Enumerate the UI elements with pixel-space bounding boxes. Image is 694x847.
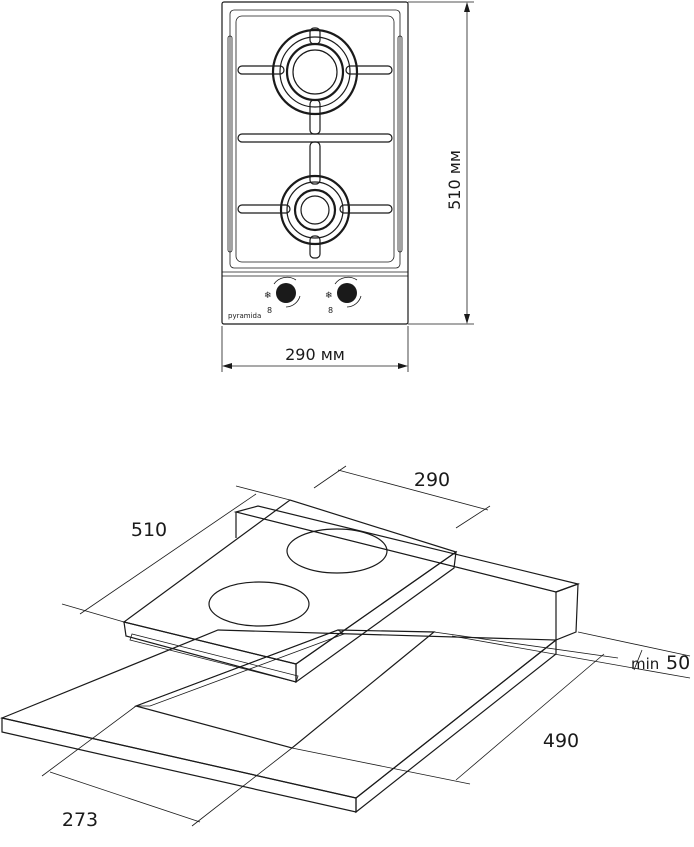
- hob-glass-top: [229, 9, 401, 269]
- dimension-height: 510 мм: [408, 1, 474, 325]
- dimension-cutout-depth: 490: [291, 631, 619, 785]
- burner-large: [237, 27, 393, 135]
- installation-view: 290 510 min 50 490 273: [0, 465, 690, 831]
- hotplate-rear: [286, 528, 388, 574]
- dimension-min-gap: min 50: [451, 631, 690, 679]
- height-label: 510 мм: [445, 150, 464, 210]
- control-knob-left[interactable]: ❄ 8: [264, 276, 301, 315]
- top-depth-label: 510: [131, 519, 167, 541]
- hotplate-front: [208, 581, 310, 627]
- svg-text:8: 8: [328, 306, 333, 315]
- hob-front-view: ❄ 8 ❄ 8 pyramida 510 мм 290 мм: [221, 1, 474, 372]
- min-gap-value: 50: [666, 652, 690, 674]
- min-gap-prefix: min: [631, 655, 659, 673]
- brand-logo: pyramida: [228, 312, 261, 320]
- control-knob-right[interactable]: ❄ 8: [325, 276, 362, 315]
- dimension-top-width: 290: [313, 465, 491, 529]
- dimension-width: 290 мм: [221, 326, 409, 372]
- cutout-width-label: 273: [62, 809, 98, 831]
- cutout-depth-label: 490: [543, 730, 579, 752]
- back-wall: [233, 505, 581, 641]
- dimension-cutout-width: 273: [41, 705, 293, 831]
- hob-outline: [221, 1, 409, 325]
- knob-right-symbol: ❄: [325, 291, 333, 301]
- dimension-top-depth: 510: [61, 485, 291, 623]
- burner-small: [237, 141, 393, 259]
- width-label: 290 мм: [285, 345, 345, 364]
- countertop: [0, 629, 558, 814]
- knob-left-symbol: ❄: [264, 291, 272, 301]
- top-width-label: 290: [414, 469, 450, 491]
- svg-text:8: 8: [267, 306, 272, 315]
- hob-panel[interactable]: [122, 499, 458, 684]
